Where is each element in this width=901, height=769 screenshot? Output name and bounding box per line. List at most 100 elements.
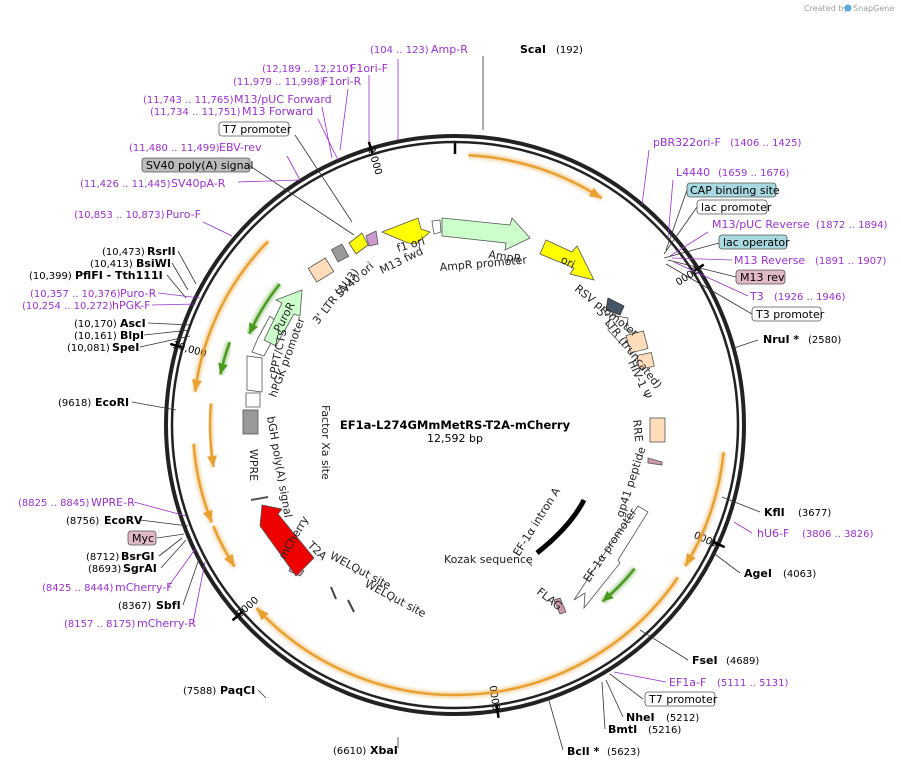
primer-label: M13/pUC Forward (234, 93, 332, 106)
enzyme-label: NruI * (763, 333, 799, 346)
primer-leader-line (317, 118, 339, 161)
primer-label: EBV-rev (219, 141, 262, 154)
primer-label: SV40pA-R (171, 177, 226, 190)
enzyme-label: SbfI (156, 599, 181, 612)
sv40-ori-block (348, 232, 369, 255)
primer-label: M13 Forward (242, 105, 313, 118)
primer-label: Puro-R (120, 287, 157, 300)
enzyme-coord: (4063) (783, 569, 816, 580)
primer-label: F1ori-R (322, 75, 362, 88)
leader-line (639, 629, 689, 661)
feature-box-label: SV40 poly(A) signal (146, 159, 253, 172)
cppt-arrow (246, 355, 263, 393)
orf-arc-head (224, 554, 235, 567)
feature-box-label: Myc (132, 532, 154, 545)
primer-coord: (1891 .. 1907) (815, 256, 887, 267)
leader-line (160, 539, 187, 569)
orf-arc-head (207, 455, 217, 467)
leader-line (158, 537, 183, 557)
orf-arcs (190, 151, 728, 699)
enzyme-coord: (10,413) (90, 259, 133, 270)
feature-label: WPRE (247, 449, 260, 481)
leader-line (605, 679, 624, 718)
factor-xa-block (245, 392, 261, 408)
primer-leader-line (641, 149, 650, 206)
tick-mark (367, 141, 374, 154)
primer-leader-line (167, 547, 197, 588)
tick-mark (713, 540, 726, 549)
enzyme-label: BlpI (120, 329, 144, 342)
primer-coord: (1926 .. 1946) (774, 292, 846, 303)
feature-box-label: T3 promoter (755, 308, 825, 321)
primer-coord: (104 .. 123) (370, 45, 429, 56)
welqut-marker (347, 599, 355, 613)
sv40-polya-block (330, 243, 350, 263)
orf-arc (193, 240, 269, 392)
backbone-inner-strand (170, 140, 740, 710)
feature-label: bGH poly(A) signal (264, 415, 295, 518)
enzyme-coord: (7588) (183, 686, 216, 697)
leader-line (182, 555, 201, 606)
leader-line (667, 259, 737, 278)
primer-leader-line (339, 88, 349, 151)
leader-line (665, 189, 688, 251)
enzyme-label: BclI * (567, 745, 600, 758)
primer-leader-line (671, 257, 733, 261)
enzyme-label: EcoRV (104, 514, 143, 527)
primer-coord: (1872 .. 1894) (816, 220, 888, 231)
enzyme-coord: (10,399) (29, 271, 72, 282)
orf-arc-green-head (249, 322, 259, 334)
primer-leader-line (321, 106, 333, 159)
feature-label: EF-1α intron A (511, 485, 564, 559)
primer-coord: (3806 .. 3826) (802, 529, 874, 540)
primer-label: EF1a-F (669, 676, 706, 689)
enzyme-coord: (10,473) (102, 247, 145, 258)
primer-leader-line (157, 292, 201, 299)
snapgene-logo-icon (844, 4, 852, 12)
feature-label: AmpR (488, 248, 523, 265)
primer-label: Puro-F (166, 208, 201, 221)
enzyme-coord: (10,081) (67, 343, 110, 354)
backbone (164, 134, 746, 716)
primer-coord: (10,853 .. 10,873) (74, 210, 165, 221)
welqut-marker (330, 586, 337, 600)
credit-text: Created by (804, 4, 848, 13)
primer-leader-line (237, 179, 301, 183)
plasmid-name: EF1a-L274GMmMetRS-T2A-mCherry (340, 418, 571, 432)
label-box (696, 199, 768, 215)
primer-leader-line (673, 261, 749, 297)
enzyme-label: NheI (626, 711, 655, 724)
enzyme-label: BsiWI (136, 257, 171, 270)
primer-coord: (11,734 .. 11,751) (150, 107, 241, 118)
primer-coord: (11,979 .. 11,998) (233, 77, 324, 88)
leader-line (143, 329, 191, 336)
primer-coord: (10,254 .. 10,272) (22, 301, 113, 312)
enzyme-coord: (10,161) (74, 331, 117, 342)
rsv-promoter-block (605, 297, 625, 316)
enzyme-label: BmtI (608, 723, 637, 736)
primer-label: hU6-F (757, 527, 789, 540)
leader-line (601, 681, 606, 730)
enzyme-label: RsrII (147, 245, 176, 258)
enzyme-coord: (3677) (798, 508, 831, 519)
enzyme-label: BsrGI (121, 550, 154, 563)
leader-line (663, 242, 720, 259)
leader-line (733, 339, 759, 349)
feature-box-label: T7 promoter (648, 693, 718, 706)
enzyme-coord: (5623) (607, 747, 640, 758)
leader-line (257, 689, 267, 699)
enzyme-coord: (8712) (86, 552, 119, 563)
kozak-marker (525, 559, 533, 567)
feature-label: WELQut site (363, 577, 429, 620)
leader-line (171, 262, 189, 291)
leader-line (147, 322, 191, 326)
plasmid-title: EF1a-L274GMmMetRS-T2A-mCherry 12,592 bp (340, 418, 571, 445)
tick-label: 2,000 (365, 146, 384, 177)
leader-line (139, 335, 191, 348)
label-box (686, 182, 777, 198)
enzyme-coord: (6610) (333, 746, 366, 757)
primer-label: T3 (749, 290, 764, 303)
primer-label: M13/pUC Reverse (712, 218, 810, 231)
leader-line (711, 551, 741, 574)
